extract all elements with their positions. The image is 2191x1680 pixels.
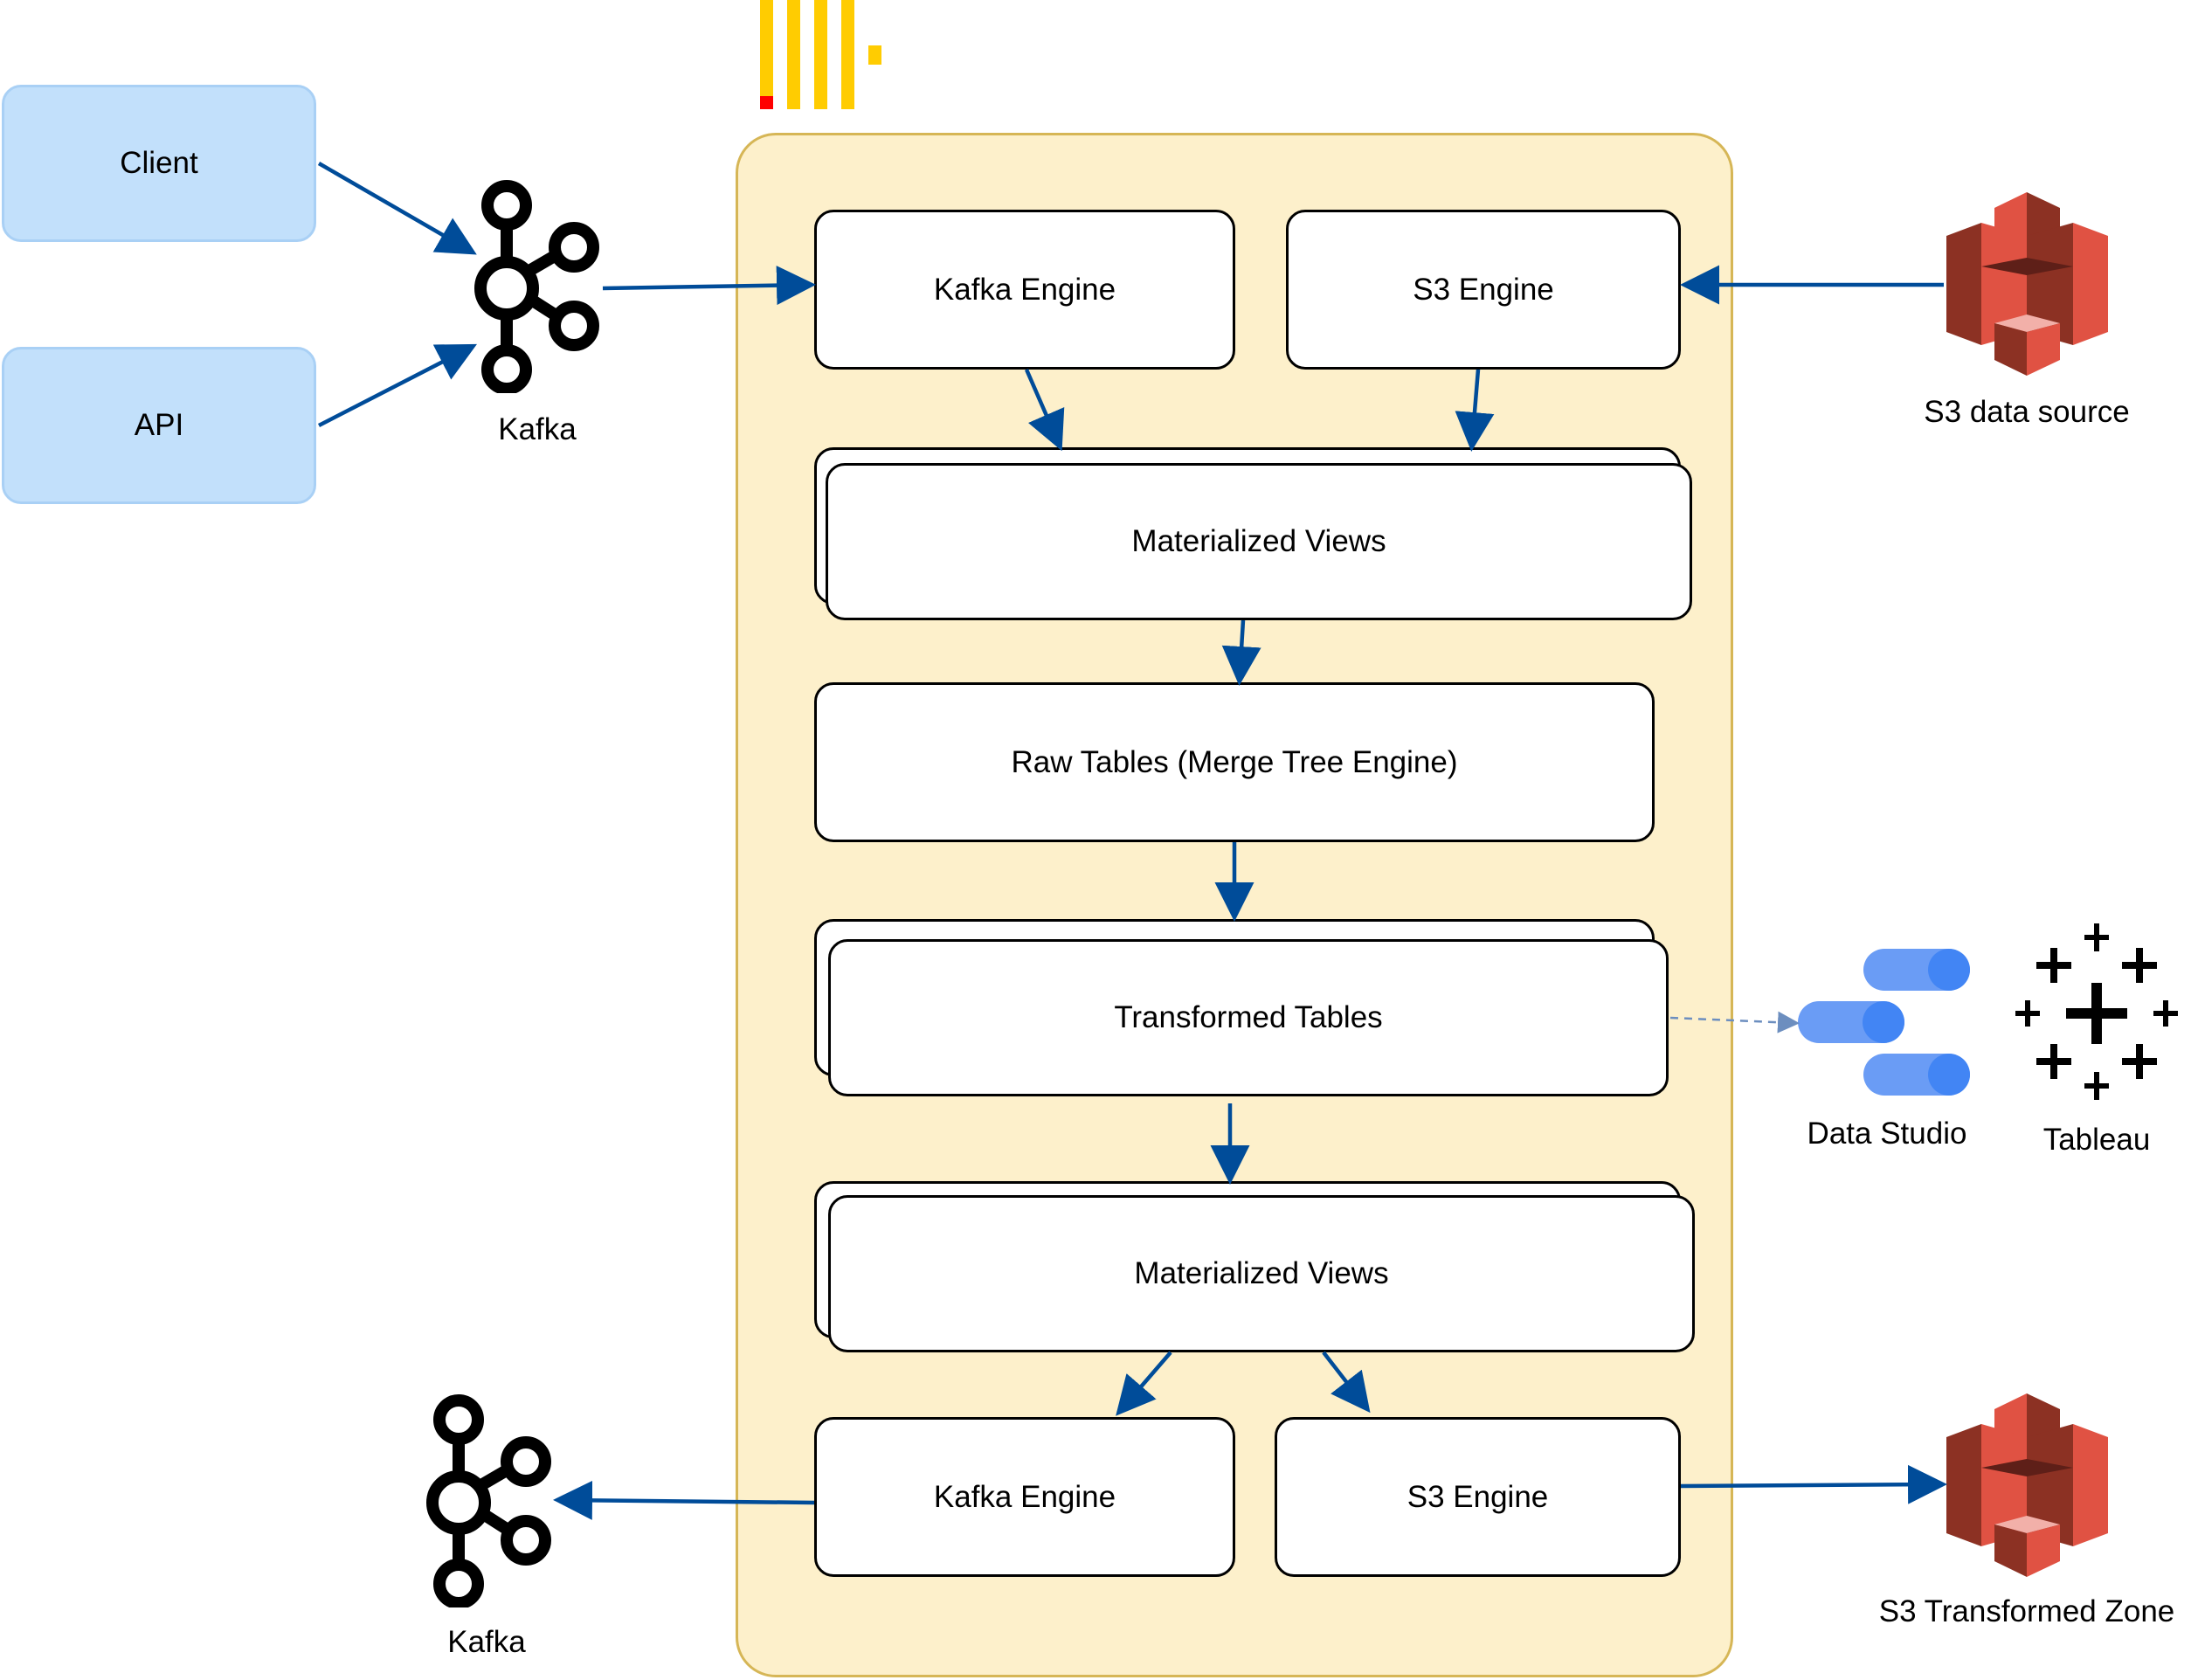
arrow-api-kafka [317,343,478,428]
s3-transformed-label: S3 Transformed Zone [1878,1594,2175,1628]
s3-engine-egress[interactable]: S3 Engine [1275,1417,1681,1577]
arrow-kafka-engine [602,266,816,306]
client-source[interactable]: Client [2,85,316,242]
s3-engine-egress-label: S3 Engine [1407,1479,1549,1514]
kafka-out-label: Kafka [447,1625,526,1659]
s3-source-label: S3 data source [1924,395,2130,429]
kafka-engine-ingest[interactable]: Kafka Engine [814,210,1235,370]
transformed-tables[interactable]: Transformed Tables [828,939,1669,1096]
api-source[interactable]: API [2,347,316,504]
raw-tables[interactable]: Raw Tables (Merge Tree Engine) [814,682,1655,842]
tableau-icon [2015,923,2178,1100]
raw-tables-label: Raw Tables (Merge Tree Engine) [1011,744,1458,779]
arrow-s3-egress-out [1680,1464,1947,1504]
api-label: API [134,408,184,442]
arrow-kafka-engine-mv [1024,369,1065,452]
data-studio-label: Data Studio [1807,1117,1967,1151]
arrow-s3-engine-mv [1455,369,1495,452]
kafka-icon [474,180,599,393]
arrow-mv-kafka-egress [1116,1351,1172,1416]
client-label: Client [120,146,198,180]
mv-bottom-label: Materialized Views [1134,1256,1389,1290]
kafka-icon [426,1394,551,1607]
data-studio-icon [1798,949,1970,1096]
materialized-views-bottom[interactable]: Materialized Views [828,1195,1695,1352]
transformed-tables-label: Transformed Tables [1114,1000,1383,1034]
arrow-client-kafka [317,162,477,255]
kafka-in-label: Kafka [498,412,577,446]
arrow-transformed-datastudio [1669,1011,1800,1034]
s3-engine-ingest-label: S3 Engine [1413,272,1554,307]
tableau-label: Tableau [2042,1123,2151,1157]
mv-top-label: Materialized Views [1131,524,1386,558]
s3-engine-ingest[interactable]: S3 Engine [1286,210,1681,370]
kafka-engine-egress[interactable]: Kafka Engine [814,1417,1235,1577]
arrow-mv-s3-egress [1322,1351,1371,1414]
clickhouse-logo-icon [760,0,881,109]
s3-bucket-icon [1946,1393,2108,1577]
kafka-engine-egress-label: Kafka Engine [933,1479,1116,1514]
materialized-views-top[interactable]: Materialized Views [826,463,1692,620]
arrow-kafka-egress-out [553,1480,815,1520]
arrow-mv-raw [1221,619,1261,686]
s3-bucket-icon [1946,192,2108,376]
kafka-engine-ingest-label: Kafka Engine [933,272,1116,307]
